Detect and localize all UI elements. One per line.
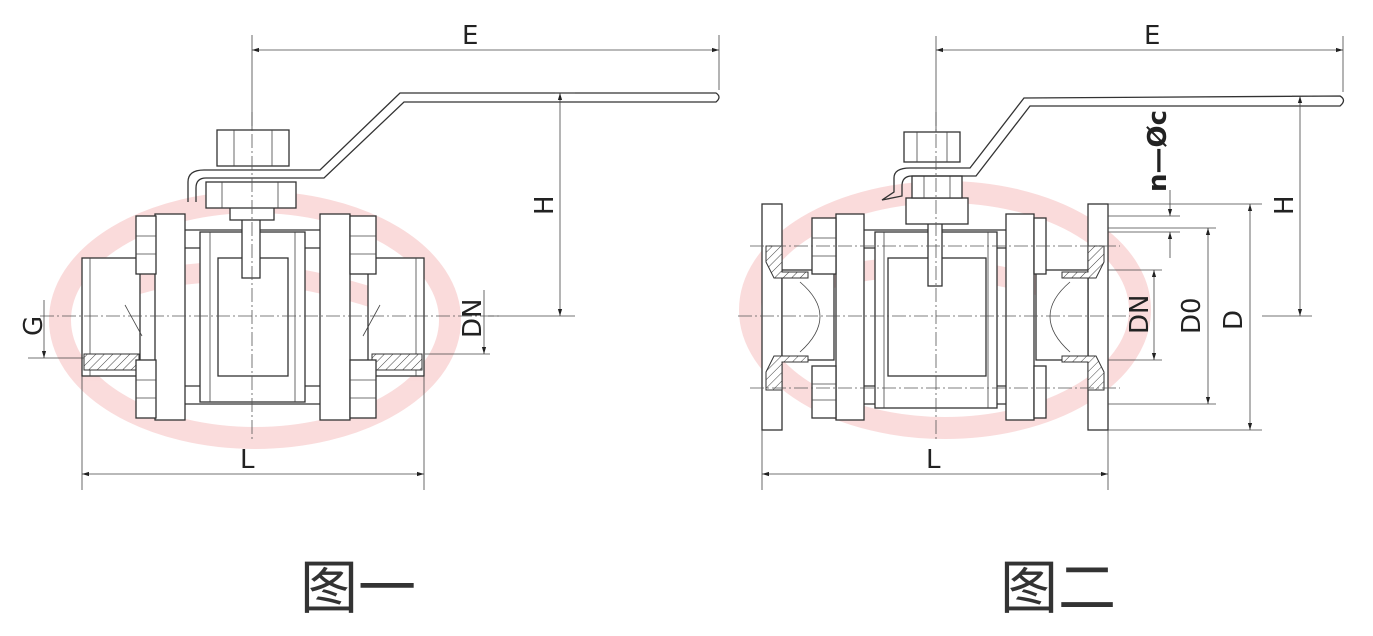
fig2-label-DN: DN	[1125, 295, 1155, 334]
fig2-label-n-phi-c: n—Øc	[1143, 110, 1173, 192]
fig1-label-E: E	[462, 21, 478, 51]
fig1-label-DN: DN	[458, 299, 488, 338]
figure-1-caption: 图一	[300, 554, 416, 622]
figure-2-caption: 图二	[1000, 554, 1116, 622]
fig1-label-L: L	[240, 445, 255, 475]
fig2-label-D0: D0	[1177, 297, 1207, 334]
fig2-label-D: D	[1219, 310, 1249, 330]
figure-2-drawing: E H n—Øc DN D0 D L	[738, 21, 1345, 490]
figure-1-drawing: E H DN G L	[19, 21, 720, 490]
fig1-label-G: G	[19, 316, 49, 336]
fig1-label-H: H	[530, 195, 560, 215]
fig2-label-E: E	[1144, 21, 1160, 51]
fig2-label-L: L	[926, 445, 941, 475]
fig2-label-H: H	[1270, 195, 1300, 215]
